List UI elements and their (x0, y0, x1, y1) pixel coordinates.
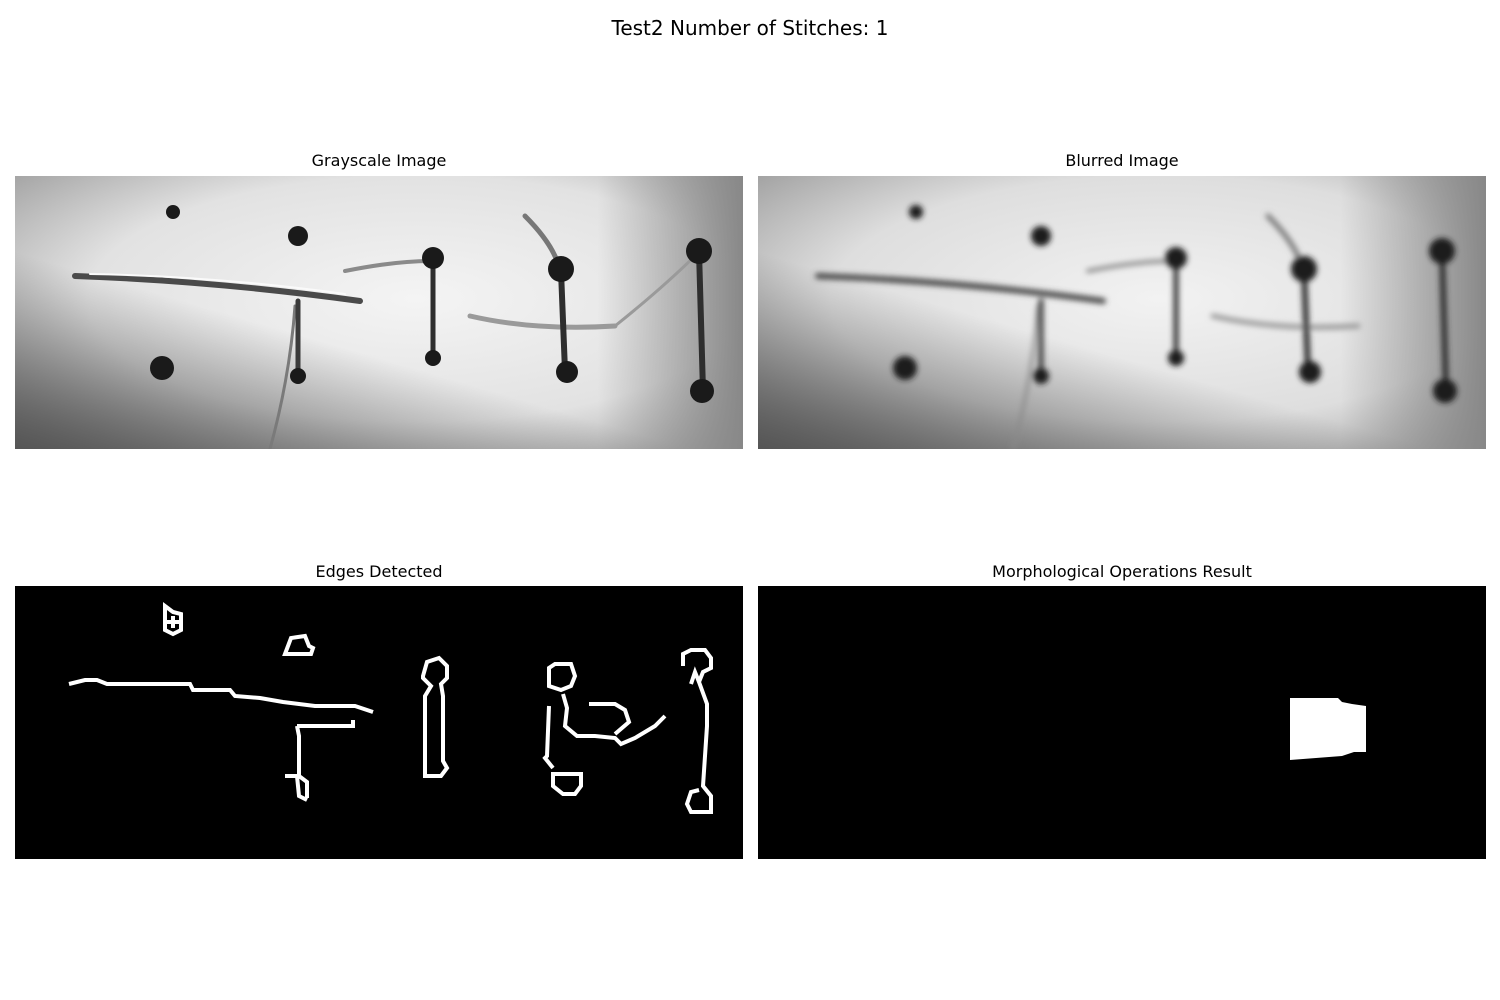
grayscale-image-graphic (15, 176, 743, 449)
edges-image (15, 586, 743, 859)
panel-title-grayscale: Grayscale Image (311, 151, 447, 170)
figure-title: Test2 Number of Stitches: 1 (611, 16, 889, 40)
stitch-dots (150, 205, 714, 403)
blurred-image (758, 176, 1486, 449)
stitch-dots-blurred (893, 205, 1457, 403)
detected-stitch-blob (1290, 698, 1366, 760)
stitch-threads-blurred (1038, 248, 1449, 394)
grayscale-image (15, 176, 743, 449)
panel-title-edges: Edges Detected (315, 562, 443, 581)
stitch-threads (295, 248, 706, 394)
edges-image-graphic (15, 586, 743, 859)
morphological-image (758, 586, 1486, 859)
edge-outlines (68, 602, 713, 814)
panel-title-blurred: Blurred Image (1065, 151, 1179, 170)
panel-title-morphological: Morphological Operations Result (992, 562, 1252, 581)
morphological-image-graphic (758, 586, 1486, 859)
blurred-image-graphic (758, 176, 1486, 449)
